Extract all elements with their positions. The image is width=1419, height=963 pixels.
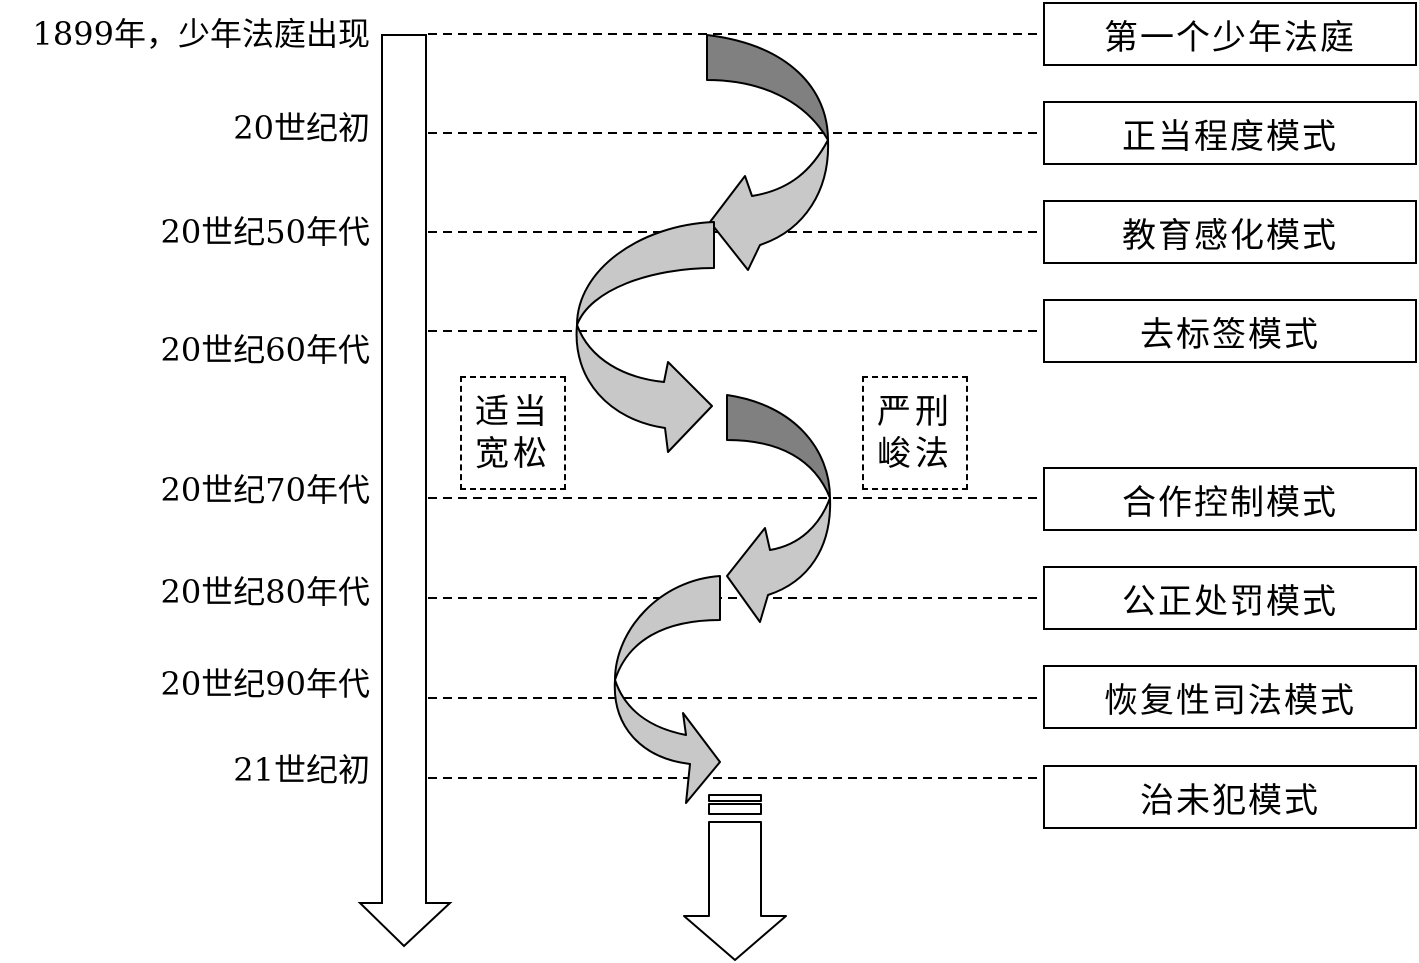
model-box-just-punishment: 公正处罚模式 (1043, 566, 1417, 630)
spiral-arrow-light-1 (709, 139, 830, 271)
model-box-cooperative-control: 合作控制模式 (1043, 467, 1417, 531)
timeline-arrow (357, 34, 453, 948)
annotation-lenient-line1: 适当 (475, 392, 551, 432)
era-label-1990s: 20世纪90年代 (160, 665, 370, 703)
spiral-loop-light-2 (576, 221, 715, 326)
annotation-strict-line2: 峻法 (877, 434, 953, 474)
stack-bar (708, 803, 762, 815)
spiral-twist-dark-3 (726, 394, 831, 499)
dashed-connectors (428, 33, 1043, 779)
spiral-twist-dark-1 (706, 34, 829, 141)
spiral-loop-light-4 (614, 575, 721, 681)
era-label-1970s: 20世纪70年代 (160, 471, 370, 509)
spiral-arrow-light-4 (613, 679, 721, 804)
model-box-delabeling: 去标签模式 (1043, 299, 1417, 363)
era-label-early-20c: 20世纪初 (233, 109, 370, 147)
model-box-education-reform: 教育感化模式 (1043, 200, 1417, 264)
annotation-lenient: 适当 宽松 (460, 376, 566, 490)
model-box-restorative-justice: 恢复性司法模式 (1043, 665, 1417, 729)
era-label-early-21c: 21世纪初 (233, 751, 370, 789)
era-label-1950s: 20世纪50年代 (160, 213, 370, 251)
spiral-arrow-light-3 (726, 497, 832, 623)
era-label-1980s: 20世纪80年代 (160, 573, 370, 611)
future-down-arrow (683, 821, 787, 961)
stack-bar (708, 794, 762, 802)
model-box-due-process: 正当程度模式 (1043, 101, 1417, 165)
spiral-arrow-light-2 (575, 324, 713, 453)
era-label-1899: 1899年，少年法庭出现 (32, 15, 370, 53)
annotation-lenient-line2: 宽松 (475, 434, 551, 474)
annotation-strict: 严刑 峻法 (862, 376, 968, 490)
model-box-pre-offense-prevention: 治未犯模式 (1043, 765, 1417, 829)
era-label-1960s: 20世纪60年代 (160, 331, 370, 369)
annotation-strict-line1: 严刑 (877, 392, 953, 432)
model-box-first-juvenile-court: 第一个少年法庭 (1043, 2, 1417, 66)
